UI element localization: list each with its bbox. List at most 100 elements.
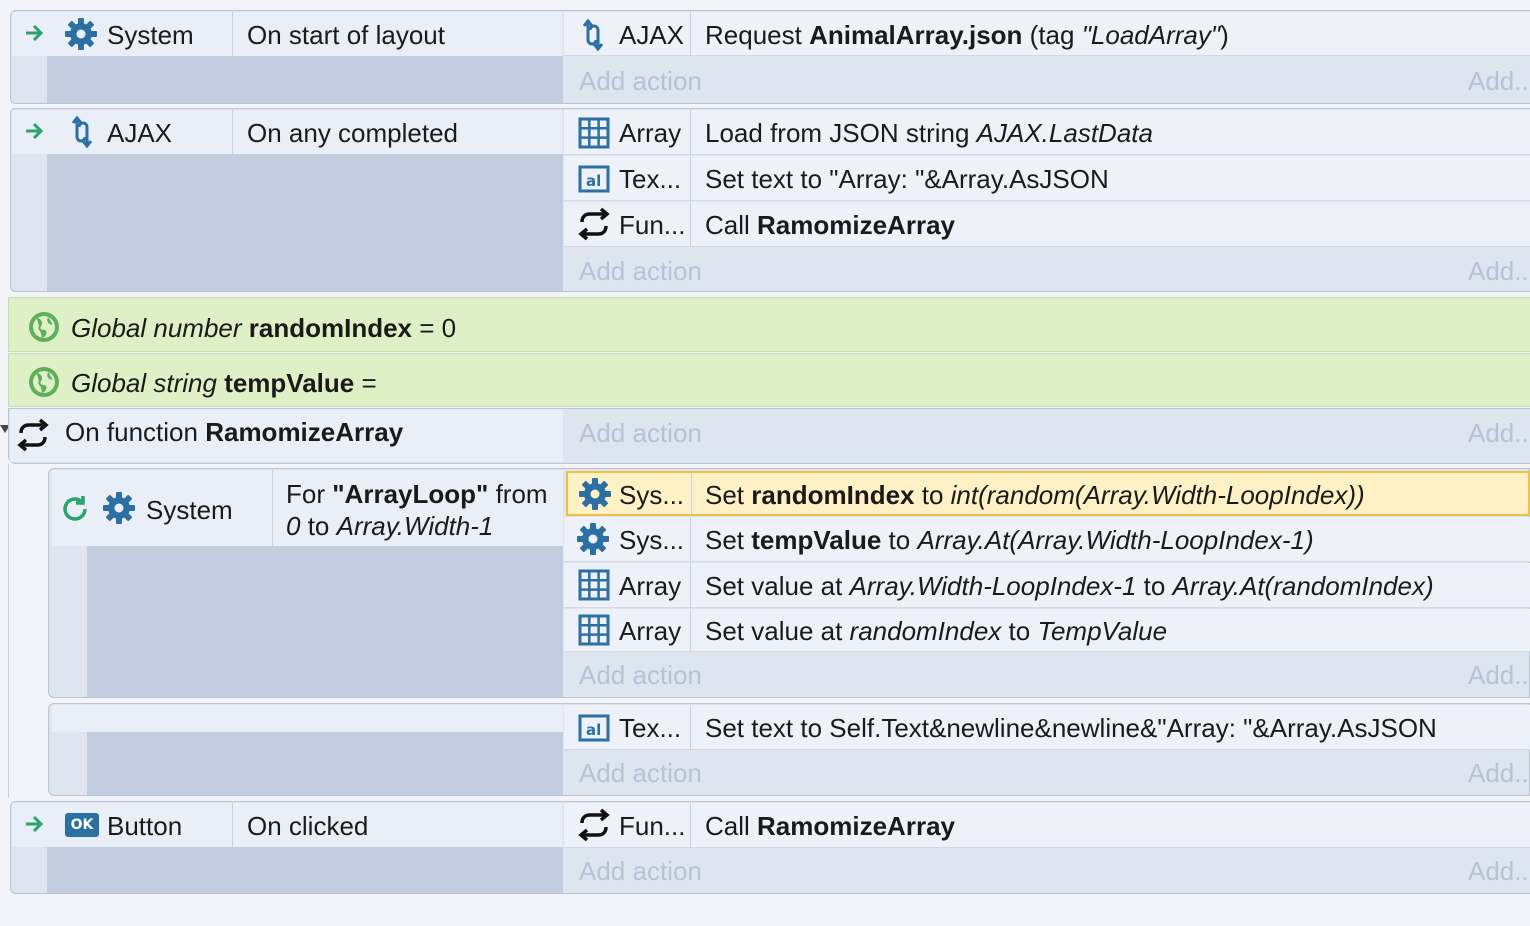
condition-text: On any completed	[247, 118, 459, 148]
condition-row[interactable]: System For "ArrayLoop" from 0 to Array.W…	[52, 470, 563, 546]
action-text: Set randomIndex to int(random(Array.Widt…	[705, 482, 1365, 508]
function-condition-row[interactable]: On function RamomizeArray	[10, 409, 563, 462]
event-gutter	[87, 732, 563, 795]
function-label: On function	[65, 417, 206, 447]
action-text: Call RamomizeArray	[705, 813, 955, 839]
action-row[interactable]: Fun... Call RamomizeArray	[564, 803, 1530, 848]
divider	[690, 156, 691, 201]
svg-text:al: al	[586, 721, 601, 739]
action-row[interactable]: Sys... Set tempValue to Array.At(Array.W…	[564, 517, 1530, 562]
add-event-link[interactable]: Add..	[1468, 660, 1529, 690]
text-token: Set value at	[705, 616, 850, 646]
action-row[interactable]: Array Set value at Array.Width-LoopIndex…	[564, 563, 1530, 608]
divider	[690, 202, 691, 247]
gear-icon	[576, 522, 610, 556]
action-object-label: Sys...	[619, 525, 685, 555]
text-token: to	[914, 480, 951, 510]
text-object-icon: al	[578, 713, 610, 743]
array-grid-icon	[578, 117, 610, 149]
collapse-triangle-icon[interactable]	[0, 425, 10, 433]
text-token: Set value at	[705, 571, 850, 601]
text-token: Request	[705, 20, 810, 50]
text-token: to	[881, 525, 918, 555]
condition-row[interactable]: AJAX On any completed	[12, 110, 562, 154]
add-action-link[interactable]: Add action	[579, 66, 702, 96]
add-event-link[interactable]: Add..	[1468, 856, 1529, 886]
action-row[interactable]: AJAX Request AnimalArray.json (tag "Load…	[564, 12, 1530, 56]
add-action-row[interactable]: Add action Add..	[564, 751, 1530, 795]
loop-arrow-icon	[60, 494, 90, 524]
global-value: =	[354, 368, 377, 398]
gear-icon	[64, 17, 98, 51]
condition-text: On start of layout	[247, 20, 445, 50]
event-gutter	[87, 546, 563, 697]
expression-token: Array.At(randomIndex)	[1172, 571, 1434, 601]
action-text: Call RamomizeArray	[705, 212, 955, 238]
bold-token: RamomizeArray	[757, 811, 955, 841]
divider	[272, 470, 273, 546]
array-grid-icon	[578, 614, 610, 646]
bold-token: "ArrayLoop"	[332, 479, 489, 509]
expression-token: AJAX.LastData	[976, 118, 1153, 148]
condition-object-label: System	[107, 20, 194, 50]
add-action-row[interactable]: Add action Add..	[564, 248, 1530, 291]
empty-condition-row[interactable]	[52, 705, 563, 732]
add-action-link[interactable]: Add action	[579, 256, 702, 286]
ajax-icon	[69, 116, 95, 148]
arrow-right-icon	[24, 813, 48, 835]
action-row[interactable]: al Tex... Set text to "Array: "&Array.As…	[564, 156, 1530, 201]
add-event-link[interactable]: Add..	[1468, 418, 1529, 448]
action-object-label: Tex...	[619, 713, 682, 743]
add-action-link[interactable]: Add action	[579, 660, 702, 690]
bold-token: RamomizeArray	[757, 210, 955, 240]
global-declaration: Global number randomIndex = 0	[71, 315, 456, 341]
action-row[interactable]: al Tex... Set text to Self.Text&newline&…	[564, 705, 1530, 750]
gear-icon	[578, 477, 612, 511]
action-row-selected[interactable]: Sys... Set randomIndex to int(random(Arr…	[566, 471, 1530, 516]
expression-token: Array.At(Array.Width-LoopIndex-1)	[917, 525, 1314, 555]
expression-token: Array.Width-LoopIndex-1	[849, 571, 1137, 601]
expression-token: int(random(Array.Width-LoopIndex))	[950, 480, 1365, 510]
add-action-row[interactable]: Add action Add..	[564, 409, 1530, 454]
divider	[690, 803, 691, 848]
expression-token: Array.Width-1	[336, 511, 494, 541]
add-event-link[interactable]: Add..	[1468, 758, 1529, 788]
add-action-link[interactable]: Add action	[579, 856, 702, 886]
add-event-link[interactable]: Add..	[1468, 66, 1529, 96]
divider	[690, 609, 691, 652]
arrow-right-icon	[24, 22, 48, 44]
divider	[691, 473, 692, 514]
gear-icon	[102, 491, 136, 525]
text-token: Set	[705, 525, 752, 555]
expression-token: "LoadArray"	[1081, 20, 1221, 50]
action-text: Set text to "Array: "&Array.AsJSON	[705, 166, 1109, 192]
add-action-row[interactable]: Add action Add..	[564, 653, 1530, 697]
add-action-link[interactable]: Add action	[579, 418, 702, 448]
event-gutter	[47, 56, 563, 103]
bold-token: AnimalArray.json	[809, 20, 1023, 50]
action-row[interactable]: Array Load from JSON string AJAX.LastDat…	[564, 110, 1530, 155]
action-row[interactable]: Fun... Call RamomizeArray	[564, 202, 1530, 247]
global-value: = 0	[412, 313, 457, 343]
text-token: Set text to Self.Text&newline&newline&"A…	[705, 713, 1437, 743]
text-token: Call	[705, 811, 758, 841]
arrow-right-icon	[24, 120, 48, 142]
global-variable-row[interactable]: Global number randomIndex = 0	[8, 297, 1530, 352]
global-variable-row[interactable]: Global string tempValue =	[8, 353, 1530, 407]
text-token: Load from JSON string	[705, 118, 977, 148]
global-declaration: Global string tempValue =	[71, 370, 377, 396]
divider	[232, 803, 233, 847]
condition-object-label: AJAX	[107, 118, 173, 148]
add-action-link[interactable]: Add action	[579, 758, 702, 788]
action-text: Load from JSON string AJAX.LastData	[705, 120, 1153, 146]
add-action-row[interactable]: Add action Add..	[564, 57, 1530, 103]
action-object-label: Tex...	[619, 164, 682, 194]
text-token: )	[1220, 20, 1229, 50]
condition-row[interactable]: System On start of layout	[12, 12, 562, 56]
action-row[interactable]: Array Set value at randomIndex to TempVa…	[564, 609, 1530, 652]
condition-object-label: System	[146, 495, 233, 525]
function-name: RamomizeArray	[205, 417, 404, 447]
condition-row[interactable]: OK Button On clicked	[12, 803, 562, 847]
add-event-link[interactable]: Add..	[1468, 256, 1529, 286]
add-action-row[interactable]: Add action Add..	[564, 849, 1530, 893]
